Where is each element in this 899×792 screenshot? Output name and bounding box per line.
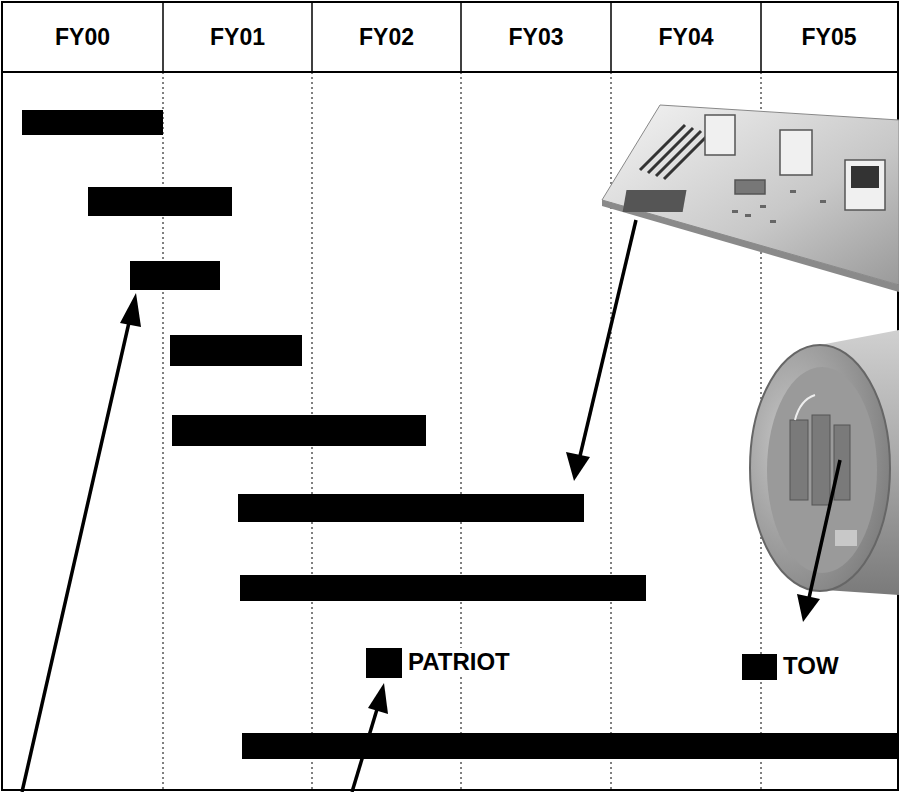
year-header: FY00	[2, 3, 163, 71]
year-label: FY04	[659, 24, 714, 51]
year-label: FY05	[802, 24, 857, 51]
year-header: FY01	[163, 3, 312, 71]
year-header: FY04	[611, 3, 761, 71]
year-label: FY00	[55, 24, 110, 51]
year-header: FY02	[312, 3, 461, 71]
year-label: FY02	[359, 24, 414, 51]
circuit-board	[602, 105, 899, 292]
year-label: FY01	[210, 24, 265, 51]
missile-section	[750, 330, 899, 595]
program-label: PATRIOT	[406, 648, 512, 676]
leader-arrows	[22, 220, 840, 792]
year-label: FY03	[509, 24, 564, 51]
program-label: TOW	[781, 652, 841, 680]
year-header: FY05	[761, 3, 897, 71]
year-header: FY03	[461, 3, 611, 71]
